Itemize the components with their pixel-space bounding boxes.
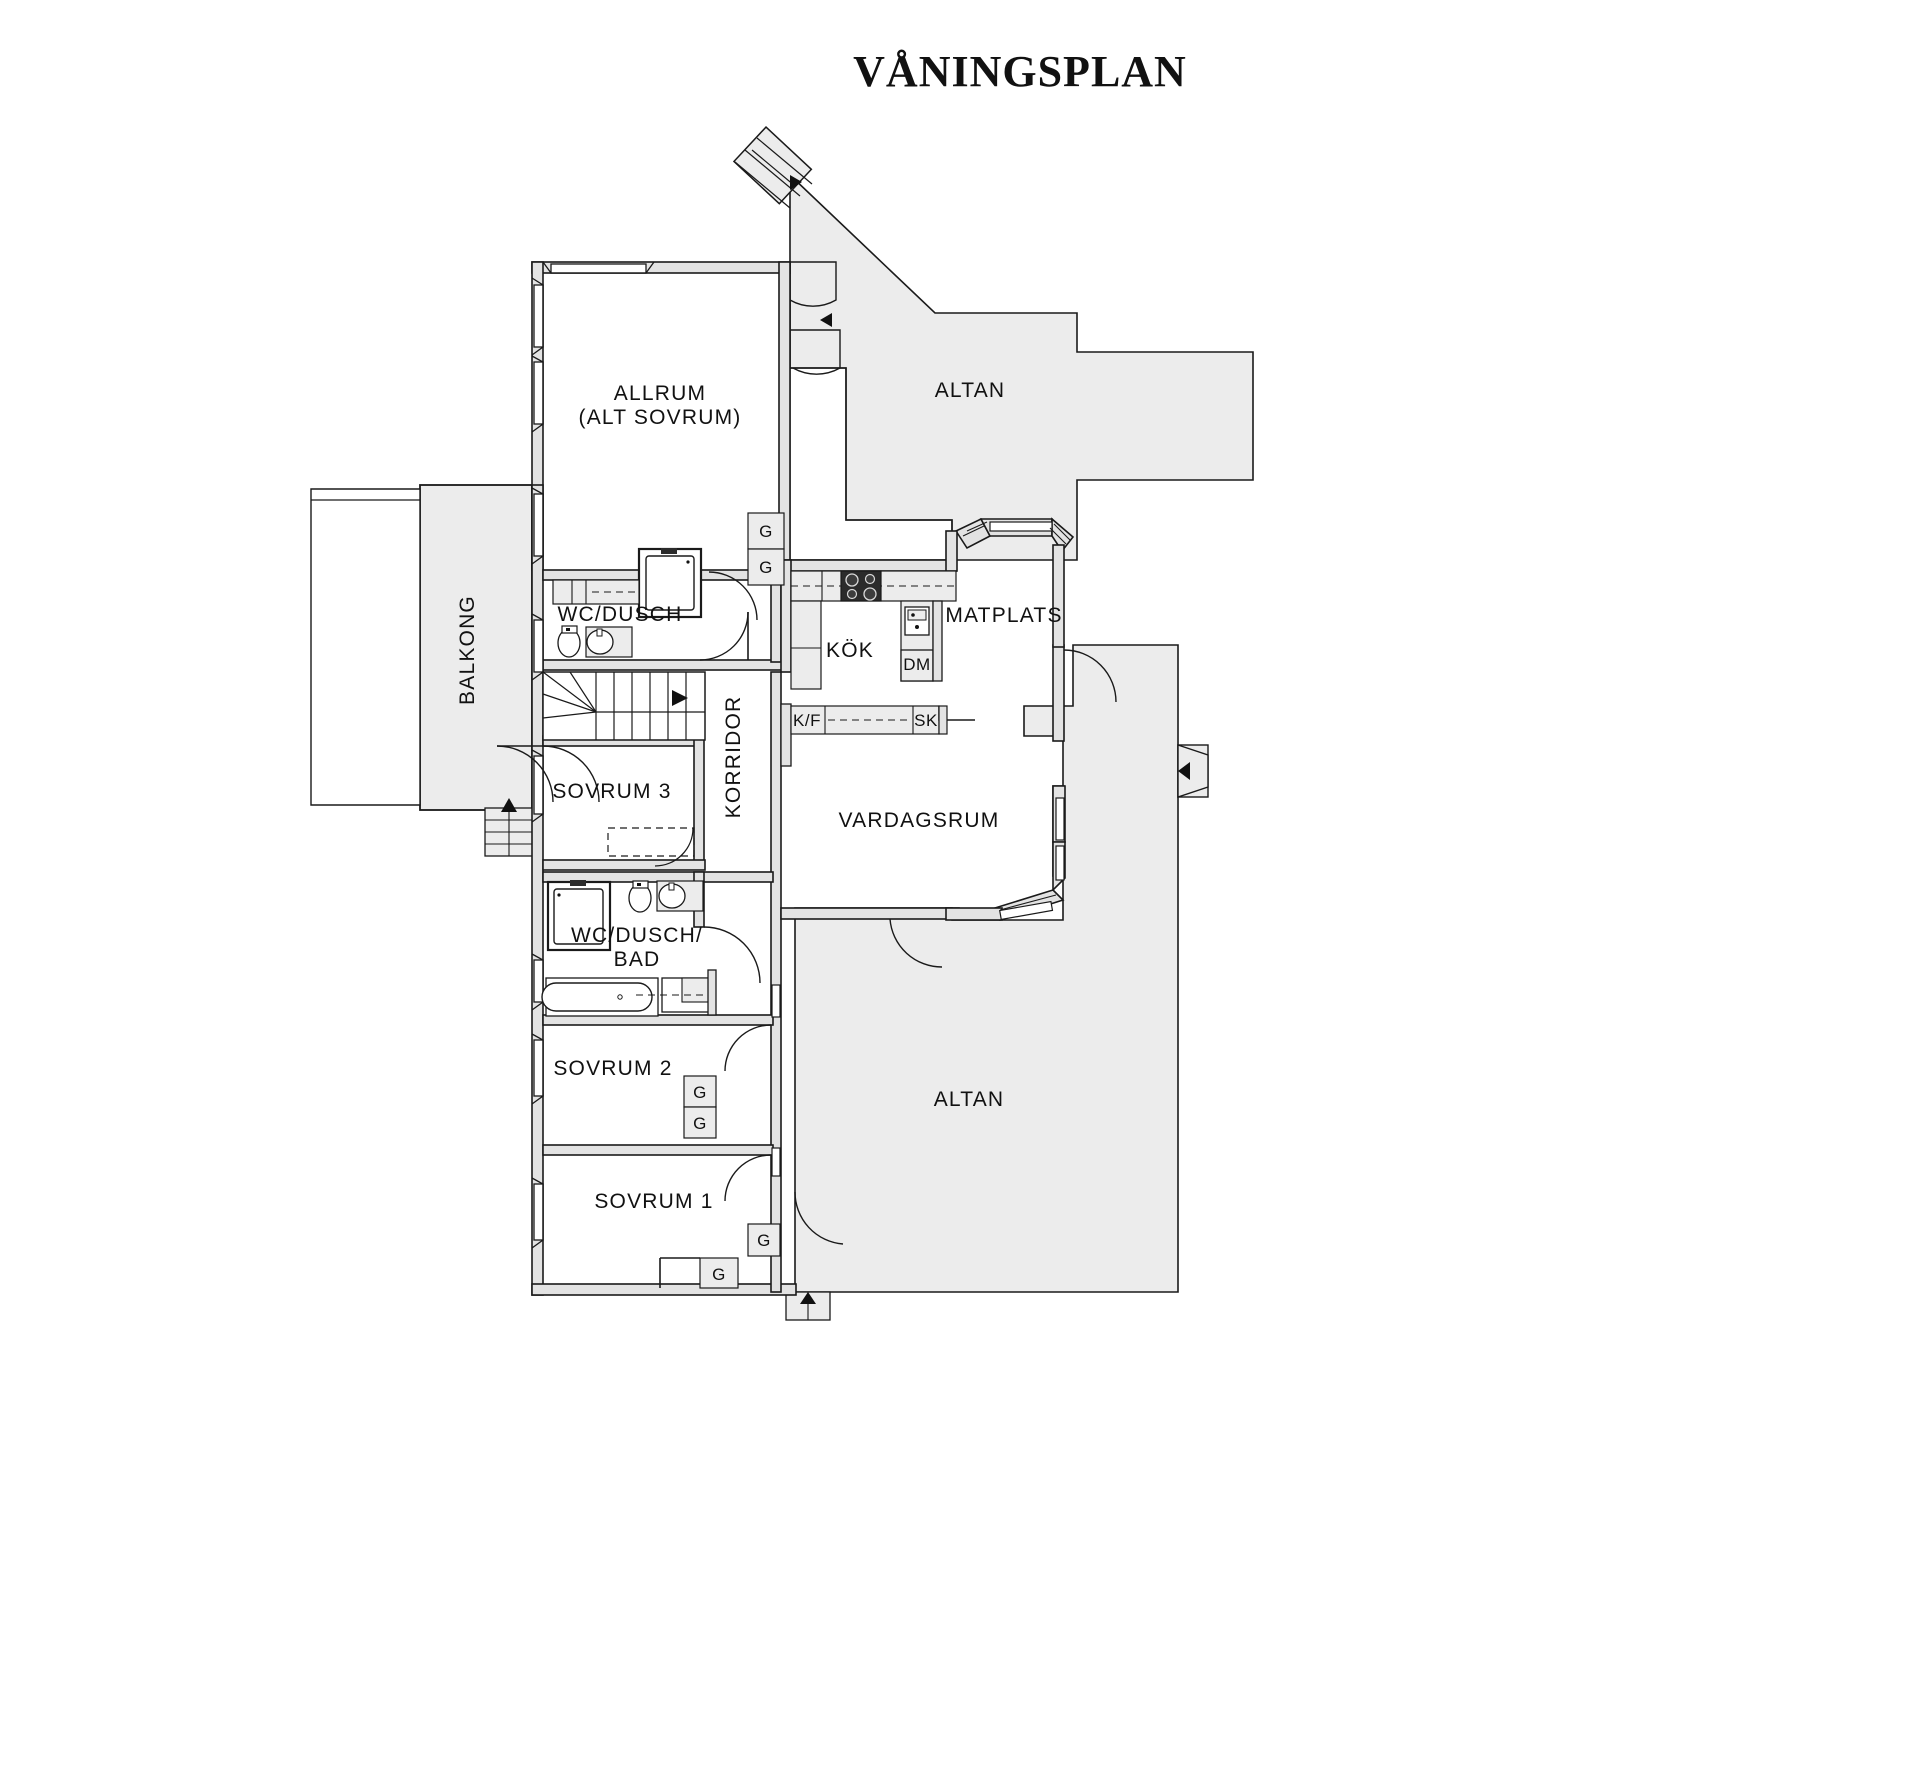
label-kok: KÖK xyxy=(826,639,874,662)
dishwasher-box xyxy=(900,649,934,682)
closet-box-5 xyxy=(747,1223,781,1257)
page-title-text: VÅNINGSPLAN xyxy=(853,47,1187,96)
label-sovrum1: SOVRUM 1 xyxy=(594,1190,713,1213)
label-wc-dusch: WC/DUSCH xyxy=(557,603,682,626)
window-allrum-left-1 xyxy=(531,277,544,356)
wall-exterior-bottom xyxy=(531,1283,797,1296)
door-altan-top-2 xyxy=(790,329,841,375)
wardrobe-dashed-sovrum3 xyxy=(607,827,695,857)
window-vardagsrum-right xyxy=(999,797,1065,921)
kf-sk-run xyxy=(780,703,975,767)
stove xyxy=(840,570,882,602)
appliance-labels: G G DM K/F SK G G G G xyxy=(693,522,938,1284)
wall-sovrum2-bottom xyxy=(542,1144,774,1156)
label-allrum-alt: (ALT SOVRUM) xyxy=(579,406,742,429)
room-labels: ALLRUM (ALT SOVRUM) ALTAN BALKONG WC/DUS… xyxy=(456,379,1062,1213)
label-balkong: BALKONG xyxy=(456,595,479,705)
wall-kok-matplats-div xyxy=(945,530,958,572)
wall-exterior-left xyxy=(531,484,544,1296)
balkong-stairs xyxy=(484,798,534,857)
windows xyxy=(531,261,1071,1249)
kitchen-sink xyxy=(904,606,930,636)
window-bad-left xyxy=(531,953,544,1011)
door-sovrum3 xyxy=(542,745,600,803)
label-bad: WC/DUSCH/ xyxy=(571,924,703,947)
wall-korridor-right-2 xyxy=(770,671,782,1293)
window-korridor-right-1 xyxy=(771,984,781,1018)
closet-box-3 xyxy=(683,1075,717,1108)
label-closet-g-1: G xyxy=(759,522,773,541)
balkong-surface xyxy=(419,484,533,811)
label-allrum: ALLRUM xyxy=(614,382,706,405)
altan-bottom-surface xyxy=(794,644,1179,1293)
entry-step-bottom xyxy=(785,1291,831,1321)
wall-kok-top xyxy=(780,559,957,572)
staircase xyxy=(542,671,706,741)
wall-wc-bottom xyxy=(542,659,792,671)
kok-counter-left xyxy=(790,600,822,690)
doors xyxy=(496,261,1117,1245)
window-allrum-left-2 xyxy=(531,355,544,433)
door-matplats-altan xyxy=(1063,649,1117,703)
altan-top-surface xyxy=(789,173,1254,561)
door-sovrum2 xyxy=(724,1024,772,1072)
label-closet-g-3: G xyxy=(693,1083,707,1102)
door-sovrum1-altan xyxy=(794,1191,844,1245)
label-closet-g-5: G xyxy=(757,1231,771,1250)
fixtures-wc-dusch xyxy=(552,547,703,658)
window-korridor-right-2 xyxy=(771,1147,781,1177)
label-fridge: K/F xyxy=(793,711,821,730)
label-closet-g-6: G xyxy=(712,1265,726,1284)
label-closet-g-2: G xyxy=(759,558,773,577)
wall-sovrum3-bottom xyxy=(542,859,706,871)
sink-lower xyxy=(656,880,704,912)
door-bad xyxy=(703,926,761,984)
sink-upper xyxy=(585,626,633,658)
window-sovrum1-left xyxy=(531,1177,544,1249)
wall-matplats-right xyxy=(1052,544,1065,648)
fixtures-bad xyxy=(541,880,717,1017)
toilet-lower xyxy=(628,880,652,913)
label-altan-bottom: ALTAN xyxy=(934,1088,1005,1111)
window-matplats-bay xyxy=(962,521,1071,545)
label-bad-2: BAD xyxy=(614,948,661,971)
window-sovrum2-left xyxy=(531,1033,544,1105)
closet-box-6 xyxy=(699,1257,739,1289)
label-sovrum3: SOVRUM 3 xyxy=(552,780,671,803)
window-left-balkong-1 xyxy=(531,487,544,565)
window-left-balkong-2 xyxy=(531,613,544,681)
label-vardagsrum: VARDAGSRUM xyxy=(839,809,1000,832)
door-allrum-korridor xyxy=(708,571,758,621)
terrace-areas xyxy=(310,125,1254,1321)
bathtub xyxy=(541,977,659,1017)
wall-vardag-right xyxy=(1052,644,1065,742)
label-dishwasher: DM xyxy=(903,655,930,674)
balkong-outer-frame xyxy=(310,488,421,806)
label-sovrum2: SOVRUM 2 xyxy=(553,1057,672,1080)
chimney-block xyxy=(732,125,813,209)
label-cabinet-sk: SK xyxy=(914,711,938,730)
label-closet-g-4: G xyxy=(693,1114,707,1133)
wall-sovrum3-right xyxy=(693,735,705,867)
door-vardagsrum-altan xyxy=(889,918,943,968)
page-title: VÅNINGSPLAN xyxy=(0,46,1920,97)
window-sovrum3-left xyxy=(531,749,544,823)
closets xyxy=(607,512,785,1289)
label-altan-top: ALTAN xyxy=(935,379,1006,402)
wall-vardag-bay-d xyxy=(945,907,1003,921)
label-matplats: MATPLATS xyxy=(945,604,1062,627)
closet-box-4 xyxy=(683,1106,717,1139)
closet-box-2 xyxy=(747,548,785,586)
door-wc-dusch xyxy=(699,611,749,661)
door-altan-top xyxy=(789,261,837,307)
toilet-upper xyxy=(557,625,581,658)
window-allrum-top xyxy=(542,261,655,274)
closet-box-1 xyxy=(747,512,785,550)
wall-vardag-bottom xyxy=(780,907,960,920)
right-bay-window xyxy=(1177,744,1209,798)
label-korridor: KORRIDOR xyxy=(722,696,745,819)
door-sovrum1 xyxy=(724,1154,772,1202)
door-sovrum3-wardrobe xyxy=(654,827,694,867)
kitchen-fixtures xyxy=(790,570,957,690)
